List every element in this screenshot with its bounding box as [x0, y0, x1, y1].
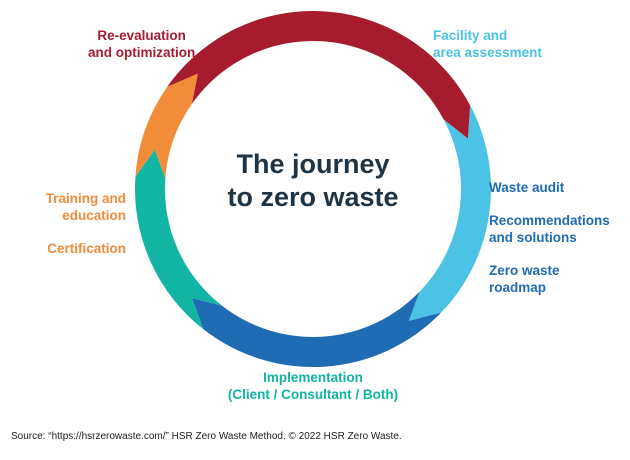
label-reevaluation: Re-evaluation and optimization: [88, 28, 196, 60]
ring-segment-training: [135, 73, 198, 179]
ring-segment-assessment: [408, 105, 491, 321]
label-roadmap: Zero waste roadmap: [489, 263, 560, 295]
label-facility-assessment: Facility and area assessment: [433, 28, 542, 60]
ring-segment-reevaluation: [167, 10, 471, 139]
source-note: Source: “https://hsrzerowaste.com/” HSR …: [11, 431, 402, 442]
ring-segment-audit: [191, 291, 442, 368]
label-recommendations: Recommendations and solutions: [489, 213, 610, 245]
label-certification: Certification: [47, 241, 126, 256]
center-title: The journey to zero waste: [227, 149, 399, 212]
label-waste-audit: Waste audit: [489, 180, 565, 195]
ring-segment-implementation: [134, 149, 222, 330]
label-training: Training and education: [45, 191, 126, 223]
label-implementation: Implementation (Client / Consultant / Bo…: [227, 370, 399, 402]
